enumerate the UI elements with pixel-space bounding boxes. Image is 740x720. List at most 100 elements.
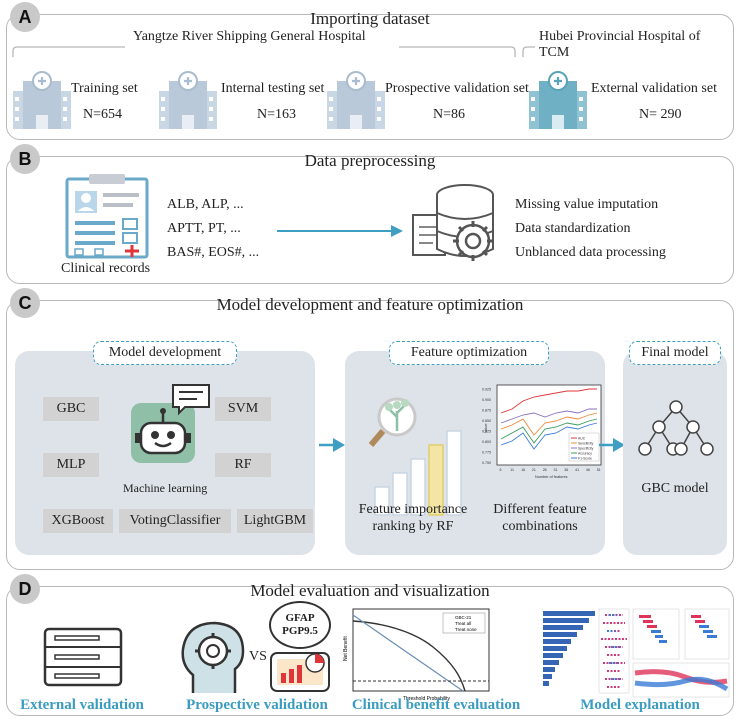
mini-chart-legend-label: F1-Score xyxy=(578,457,592,461)
set-count: N=163 xyxy=(257,107,297,122)
feature-optimization-title: Feature optimization xyxy=(389,341,549,365)
dca-legend-treat-none: Treat none xyxy=(455,627,477,632)
feature-line-1: ALB, ALP, ... xyxy=(167,197,244,212)
panel-a-badge: A xyxy=(10,2,40,32)
final-model-box: Final model GBC model xyxy=(623,341,727,555)
panel-d: Model evaluation and visualization VS GF… xyxy=(6,581,734,716)
arrow-right-icon xyxy=(599,438,625,452)
model-rf: RF xyxy=(215,453,271,477)
model-votingclassifier: VotingClassifier xyxy=(119,509,231,533)
final-model-label: GBC model xyxy=(641,481,709,496)
mini-chart-series-line xyxy=(500,412,598,436)
gfap-pgp-bubble: GFAP PGP9.5 xyxy=(269,601,331,649)
dca-legend-treat-all: Treat all xyxy=(455,621,471,626)
mini-chart-xtick: 36 xyxy=(564,468,568,472)
decision-curve-chart: GBC-21 Treat all Treat none Threshold Pr… xyxy=(343,608,490,702)
hospital-brackets xyxy=(12,46,535,57)
hospital-1-label: Yangtze River Shipping General Hospital xyxy=(133,29,366,44)
label-model-explanation: Model explanation xyxy=(580,697,700,713)
mini-chart-xlabel: Number of features xyxy=(535,475,568,479)
set-training: Training set N=654 xyxy=(11,61,161,131)
label-clinical-benefit: Clinical benefit evaluation xyxy=(351,697,521,713)
mini-chart-ytick: 0.775 xyxy=(482,451,491,455)
mini-chart-ytick: 0.925 xyxy=(482,388,491,392)
model-development-title: Model development xyxy=(93,341,237,365)
panel-b: Data preprocessing Clinical records ALB,… xyxy=(6,151,734,284)
panel-b-title: Data preprocessing xyxy=(304,151,436,170)
set-name: Internal testing set xyxy=(221,81,325,96)
mini-chart-ytick: 0.850 xyxy=(482,419,491,423)
monitor-report-icon xyxy=(270,652,330,692)
step-1: Missing value imputation xyxy=(515,197,659,212)
head-gear-icon xyxy=(181,621,245,693)
mini-chart-ylabel: Value xyxy=(484,424,488,433)
arrow-right-icon xyxy=(319,438,345,452)
panel-d-badge: D xyxy=(10,574,40,604)
hospital-building-icon xyxy=(327,71,385,129)
model-svm: SVM xyxy=(215,397,271,421)
mini-chart-series-line xyxy=(500,408,597,424)
tree-icon xyxy=(638,400,714,456)
mini-chart-legend-label: Specificity xyxy=(578,447,594,451)
set-count: N= 290 xyxy=(639,107,682,122)
mini-chart-xtick: 31 xyxy=(554,468,558,472)
mini-chart-series-line xyxy=(500,418,598,444)
machine-learning-label: Machine learning xyxy=(123,481,208,495)
gfap-label: GFAP xyxy=(285,612,315,624)
set-count: N=654 xyxy=(83,107,123,122)
dca-legend-gbc: GBC-21 xyxy=(455,615,472,620)
mini-chart-xtick: 6 xyxy=(500,468,502,472)
mini-chart-ytick: 0.900 xyxy=(482,398,491,402)
mini-chart-xtick: 46 xyxy=(586,468,590,472)
hospital-building-icon xyxy=(13,71,71,129)
dca-xlabel: Threshold Probability xyxy=(403,696,450,702)
clinical-records-label: Clinical records xyxy=(61,261,151,276)
panel-d-title: Model evaluation and visualization xyxy=(250,581,490,600)
mini-chart-ytick: 0.875 xyxy=(482,409,491,413)
shap-explanation-chart xyxy=(543,608,730,698)
mini-chart-xtick: 41 xyxy=(575,468,579,472)
set-prospective-validation: Prospective validation set N=86 xyxy=(325,61,535,131)
mini-chart-series-line xyxy=(500,388,597,414)
feature-combination-chart: 0.9250.9000.8750.8500.8250.8000.7750.750… xyxy=(482,384,602,479)
robot-icon xyxy=(131,384,210,463)
label-external-validation: External validation xyxy=(20,697,144,713)
bar-ranking-icon xyxy=(368,397,462,516)
model-xgboost: XGBoost xyxy=(43,509,113,533)
clipboard-icon xyxy=(65,174,149,259)
mini-chart-xtick: 21 xyxy=(532,468,536,472)
set-external-validation: External validation set N= 290 xyxy=(527,61,733,131)
mini-chart-legend-label: Sensitivity xyxy=(578,442,594,446)
panel-c: Model development and feature optimizati… xyxy=(6,295,734,570)
hospital-2-label: Hubei Provincial Hospital of TCM xyxy=(539,29,701,60)
mini-chart-legend-label: Accuracy xyxy=(578,452,592,456)
model-development-box: Model development GBC SVM MLP RF XGBoost… xyxy=(15,341,315,555)
hospital-building-icon xyxy=(159,71,217,129)
mini-chart-ytick: 0.750 xyxy=(482,461,491,465)
vs-label: VS xyxy=(249,649,267,664)
model-mlp: MLP xyxy=(43,453,99,477)
mini-chart-xtick: 51 xyxy=(597,468,601,472)
set-internal-testing: Internal testing set N=163 xyxy=(157,61,337,131)
model-lightgbm: LightGBM xyxy=(237,509,313,533)
mini-chart-legend-label: AUC xyxy=(578,437,586,441)
panel-c-title: Model development and feature optimizati… xyxy=(216,295,524,314)
panel-c-badge: C xyxy=(10,288,40,318)
ranking-label: Feature importance ranking by RF xyxy=(358,502,468,534)
panel-a-title: Importing dataset xyxy=(310,9,430,28)
mini-chart-xtick: 16 xyxy=(521,468,525,472)
set-name: External validation set xyxy=(591,81,717,96)
final-model-title: Final model xyxy=(629,341,721,365)
feature-line-3: BAS#, EOS#, ... xyxy=(167,245,260,260)
arrow-right-icon xyxy=(277,225,403,237)
set-count: N=86 xyxy=(433,107,466,122)
database-gear-icon xyxy=(412,184,494,261)
hospital-building-icon xyxy=(529,71,587,129)
feature-line-2: APTT, PT, ... xyxy=(167,221,241,236)
pgp-label: PGP9.5 xyxy=(282,625,318,637)
set-name: Training set xyxy=(71,81,138,96)
label-prospective-validation: Prospective validation xyxy=(186,697,328,713)
mini-chart-series-line xyxy=(500,422,598,450)
feature-optimization-box: Feature optimization Feature importance … xyxy=(345,341,605,555)
step-3: Unblanced data processing xyxy=(515,245,666,260)
